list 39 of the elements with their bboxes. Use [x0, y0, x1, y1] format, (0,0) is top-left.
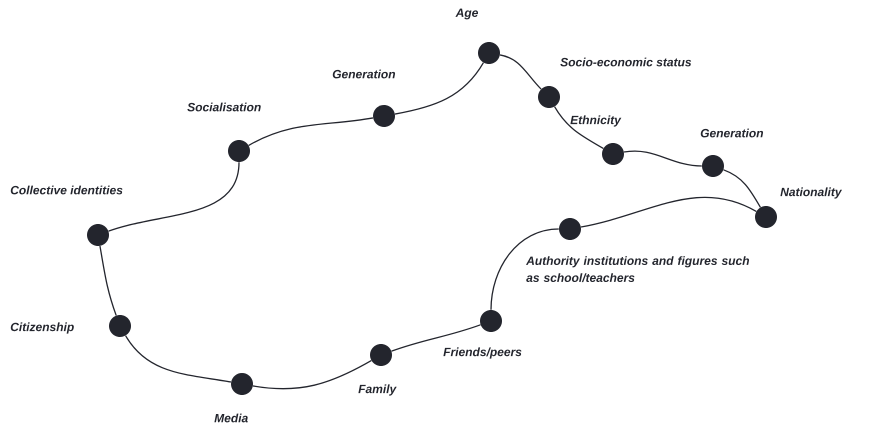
curve-line	[99, 246, 117, 316]
node-label: Socio-economic status	[560, 58, 692, 66]
dot	[480, 310, 502, 332]
curve-line	[125, 335, 232, 383]
node-label: Citizenship	[10, 322, 74, 334]
node-label: Generation	[700, 128, 764, 138]
curve-line	[248, 117, 374, 146]
node-label: Socialisation	[187, 102, 261, 112]
curve-line	[554, 106, 604, 149]
node-label: Family	[358, 384, 397, 396]
curve-line	[391, 324, 481, 352]
curve-line	[108, 162, 240, 232]
dot	[755, 206, 777, 228]
dot	[373, 105, 395, 127]
node-label: Authority institutions and figures such as school/teachers	[526, 256, 750, 282]
dot	[602, 143, 624, 165]
dot	[559, 218, 581, 240]
curve-line	[394, 62, 484, 115]
dot	[109, 314, 131, 337]
curve-line	[252, 360, 372, 390]
node-label: Nationality	[780, 187, 842, 199]
dot	[538, 86, 560, 108]
node-label: Media	[214, 414, 248, 422]
curve-line	[580, 196, 757, 228]
curve-line	[490, 228, 559, 310]
dot	[231, 372, 253, 395]
node-label: Collective identities	[10, 186, 122, 194]
node-label: Ethnicity	[570, 115, 622, 127]
curve-line	[723, 169, 761, 208]
dot	[478, 42, 500, 64]
curve-line	[500, 54, 542, 90]
node-label: Generation	[332, 70, 396, 78]
dot	[228, 140, 250, 162]
dot	[87, 224, 109, 246]
node-label: Age	[455, 8, 478, 20]
dot	[702, 155, 724, 177]
dot	[370, 344, 392, 366]
node-label: Friends/peers	[443, 347, 522, 359]
curve-line	[624, 150, 702, 167]
